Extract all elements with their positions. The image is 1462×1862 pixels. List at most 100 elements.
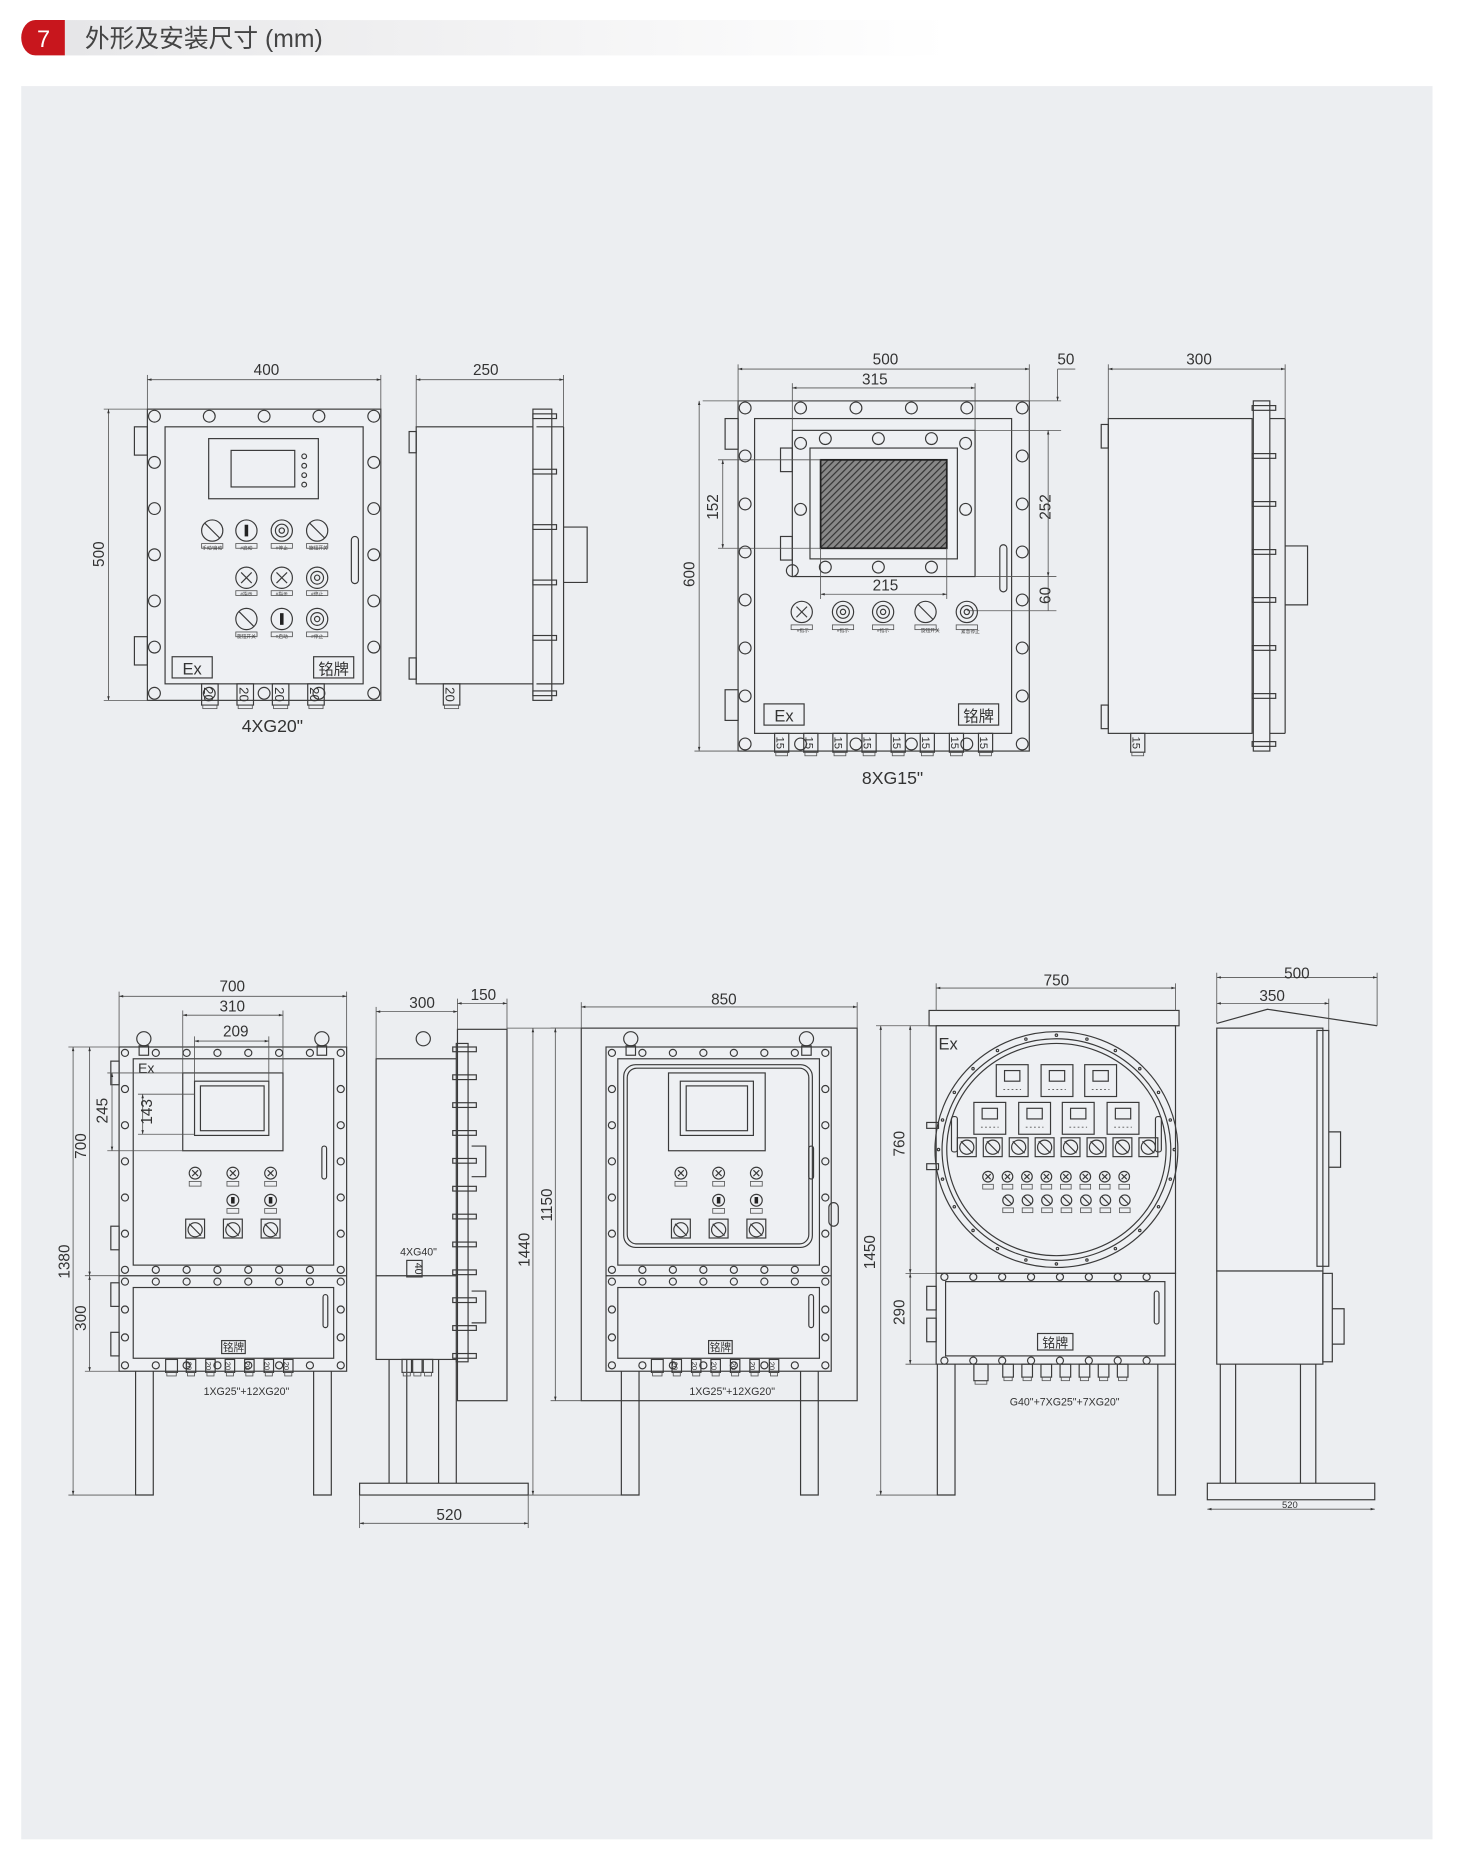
- dim-base: 520: [1282, 1499, 1298, 1510]
- bolt-icon: [638, 1277, 647, 1286]
- dim-window-width: 310: [219, 999, 245, 1016]
- bolt-icon: [607, 1121, 617, 1130]
- gland-size: 15: [832, 737, 844, 750]
- body: [1107, 417, 1253, 734]
- push-button-icon: [235, 566, 258, 589]
- dim-height: 500: [91, 541, 108, 567]
- bolt-icon: [367, 594, 381, 608]
- window-flange: [182, 1072, 284, 1152]
- bolt-icon: [871, 560, 885, 574]
- bolt-icon: [367, 455, 381, 469]
- gland-size: 20: [204, 1362, 213, 1370]
- flange-bolt: [1251, 549, 1277, 555]
- button-label: 旋钮开关: [921, 627, 940, 634]
- push-button-icon: [226, 1193, 240, 1207]
- bolt-icon: [120, 1229, 130, 1238]
- push-button-icon: [270, 607, 293, 631]
- bolt-icon: [1015, 689, 1029, 703]
- door-handle: [321, 1145, 328, 1180]
- dim-window-height: 245: [94, 1098, 111, 1124]
- gland-size: 15: [919, 737, 931, 750]
- indicator-led: [301, 462, 308, 469]
- flange-bolt: [532, 413, 558, 420]
- push-button-icon: [1118, 1170, 1131, 1183]
- flange-bolt: [452, 1241, 477, 1248]
- bolt-icon: [638, 1361, 647, 1370]
- section-number-badge: [21, 20, 65, 56]
- bolt-icon: [738, 545, 752, 559]
- bolt-icon: [940, 1356, 949, 1365]
- cabinet-700-front: Ex 铭牌 700 310 209 1380 700 300 245 143 1…: [57, 979, 348, 1496]
- nameplate-label: 铭牌: [1042, 1336, 1068, 1351]
- bolt-icon: [244, 1048, 253, 1058]
- enclosure-8xg15-side: 300 15: [1100, 351, 1309, 757]
- bolt-icon: [336, 1229, 345, 1238]
- bolt-icon: [1168, 1177, 1173, 1181]
- bolt-icon: [668, 1277, 678, 1286]
- selector-switch-icon: [1060, 1137, 1081, 1158]
- bolt-icon: [821, 1305, 830, 1314]
- enclosure-4xg20-side: 250 20: [408, 362, 588, 710]
- bolt-icon: [257, 686, 271, 700]
- dim-window-height: 252: [1038, 494, 1055, 520]
- bolt-icon: [336, 1193, 345, 1202]
- bolt-icon: [821, 1265, 830, 1274]
- bolt-icon: [213, 1265, 222, 1274]
- bolt-icon: [274, 1277, 284, 1286]
- cabinet-750-side: 500 350 520: [1206, 966, 1378, 1511]
- bolt-icon: [147, 640, 161, 654]
- push-button-icon: [1001, 1170, 1014, 1183]
- bolt-icon: [738, 449, 752, 463]
- bolt-icon: [960, 737, 974, 751]
- flange: [455, 1042, 469, 1363]
- push-button-icon: [674, 1166, 688, 1180]
- enclosure-4xg20-front: Ex 铭牌 手动/自动 #启动 #停止 旋钮开关 #指示 #指示 #停止 旋钮开…: [91, 362, 382, 736]
- dim-width: 400: [254, 362, 280, 379]
- gland-size: 20: [690, 1362, 699, 1370]
- ex-mark-box: [171, 656, 213, 679]
- bolt-icon: [305, 1048, 315, 1058]
- bolt-icon: [607, 1361, 617, 1370]
- dim-width: 700: [219, 979, 245, 996]
- flange: [118, 1046, 348, 1372]
- dim-body-depth: 350: [1259, 988, 1285, 1005]
- bolt-icon: [151, 1265, 160, 1274]
- bolt-icon: [147, 548, 161, 562]
- door-handle: [808, 1293, 815, 1329]
- gland-size: 15: [1129, 737, 1141, 750]
- selector-switch-icon: [222, 1218, 243, 1239]
- rotary-switch-icon: [235, 607, 258, 631]
- push-button-icon: [1021, 1170, 1033, 1183]
- door-handle: [350, 535, 360, 585]
- bolt-icon: [785, 564, 799, 578]
- bolt-icon: [1085, 1037, 1089, 1041]
- selector-switch-icon: [956, 1137, 977, 1158]
- indicator-led: [301, 453, 308, 460]
- gland-size: 20: [243, 1362, 252, 1370]
- bolt-icon: [312, 409, 326, 423]
- window-flange: [791, 429, 976, 578]
- bolt-icon: [790, 1277, 799, 1286]
- bolt-icon: [1113, 1272, 1122, 1282]
- bolt-icon: [182, 1265, 191, 1274]
- bolt-icon: [760, 1048, 769, 1058]
- dim-lower-height: 300: [73, 1305, 90, 1331]
- bolt-icon: [738, 689, 752, 703]
- flange-bolt: [452, 1297, 477, 1304]
- ex-mark: Ex: [138, 1060, 154, 1076]
- nameplate-label: 铭牌: [223, 1341, 245, 1354]
- bolt-icon: [336, 1305, 345, 1314]
- bolt-icon: [1113, 1246, 1118, 1251]
- meter-icon: [1040, 1064, 1074, 1098]
- bolt-icon: [821, 1048, 830, 1058]
- side-gland: 40: [412, 1263, 424, 1275]
- rotary-switch-icon: [305, 519, 329, 542]
- display-frame: [208, 438, 319, 500]
- bolt-icon: [244, 1265, 253, 1274]
- bolt-icon: [607, 1229, 617, 1238]
- flange-bolt: [452, 1046, 477, 1053]
- bolt-icon: [1015, 449, 1029, 463]
- bolt-icon: [924, 432, 938, 446]
- nameplate-label: 铭牌: [710, 1341, 732, 1354]
- bolt-icon: [607, 1193, 617, 1202]
